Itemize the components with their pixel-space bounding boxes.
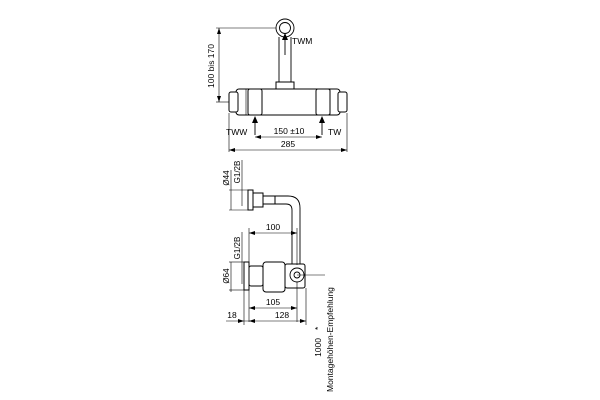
dim-upper-dia-text: Ø44 <box>222 170 231 186</box>
outlet-pipe-outer <box>275 195 301 265</box>
dim-100-arrow-left <box>249 231 255 235</box>
dim-105-arrow-left <box>249 306 255 310</box>
footnote-1000: 1000 <box>313 338 323 357</box>
upper-nut <box>252 192 264 208</box>
dim-100-text: 100 <box>266 222 280 232</box>
footnote-label: Montagehöhen-Empfehlung <box>325 287 335 392</box>
dim-upper-thread-text: G1/2B <box>233 161 242 184</box>
dim-18-arrow <box>238 319 244 323</box>
dim-spacing-arrow-left <box>255 135 261 139</box>
left-handle <box>228 91 239 113</box>
label-tw: TW <box>328 127 341 137</box>
top-view: TWM TWW TW 100 bis 170 150 ±10 <box>206 18 348 152</box>
dim-lower-dia-text: Ø64 <box>222 268 231 284</box>
dim-width-arrow-left <box>229 148 235 152</box>
right-handle <box>337 91 348 113</box>
lower-wall-flange <box>243 261 250 291</box>
dim-128-arrow-right <box>300 319 306 323</box>
upper-wall-flange <box>247 189 254 211</box>
label-twm: TWM <box>292 36 312 46</box>
upper-sleeve <box>262 195 276 205</box>
dim-width-text: 285 <box>281 139 295 149</box>
outlet-pipe-inner <box>275 203 293 265</box>
footnote: * 1000 Montagehöhen-Empfehlung <box>313 287 335 392</box>
dim-height-text: 100 bis 170 <box>206 44 216 88</box>
dim-105-arrow-right <box>291 306 297 310</box>
dim-spacing-arrow-right <box>316 135 322 139</box>
dim-105-text: 105 <box>266 297 280 307</box>
dim-lower-thread-text: G1/2B <box>233 237 242 260</box>
tw-arrow-head <box>319 116 325 123</box>
dim-width-arrow-right <box>341 148 347 152</box>
twm-arrow-head <box>282 33 288 40</box>
tww-arrow-head <box>252 116 258 123</box>
cold-connection <box>315 88 331 116</box>
dim-height-arrow-top <box>217 28 221 34</box>
dim-18-text: 18 <box>227 310 237 320</box>
label-tww: TWW <box>226 127 247 137</box>
outlet-rosette-inner <box>279 22 291 34</box>
lower-connector <box>248 265 264 287</box>
lower-body-cap <box>284 263 306 289</box>
dim-128-arrow-left <box>249 319 255 323</box>
dim-spacing-text: 150 ±10 <box>274 126 305 136</box>
footnote-asterisk: * <box>313 326 323 330</box>
hot-connection <box>247 88 263 116</box>
dim-128-text: 128 <box>275 310 289 320</box>
dim-height-arrow-bottom <box>217 96 221 102</box>
lower-body <box>262 261 286 293</box>
side-view: Ø44 G1/2B G1/2B Ø64 100 105 128 <box>222 160 325 325</box>
dim-100-arrow-right <box>291 231 297 235</box>
